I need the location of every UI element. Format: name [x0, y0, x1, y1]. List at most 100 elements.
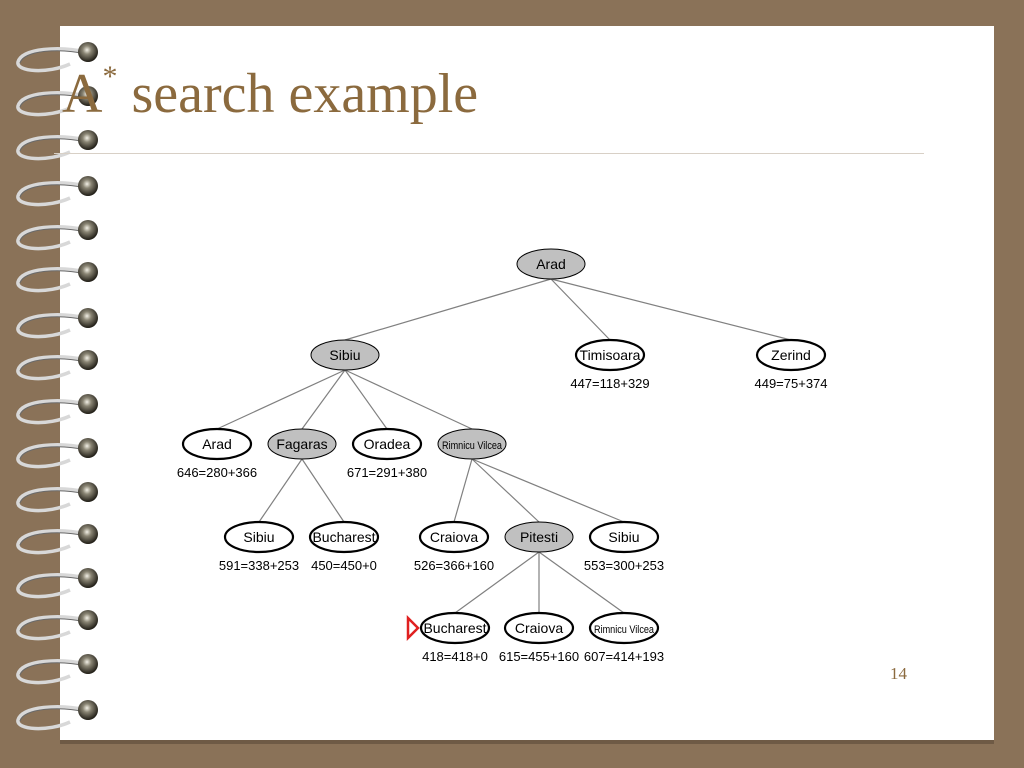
binding-wire: [16, 267, 87, 293]
edge-arad-root-to-timisoara: [550, 278, 611, 341]
node-ellipse: [574, 338, 646, 372]
node-ellipse: [308, 520, 380, 554]
node-cost-label: 418=418+0: [422, 649, 488, 664]
title-asterisk: *: [102, 60, 118, 94]
node-ellipse: [588, 520, 660, 554]
edge-rimnicu-vilcea-1-to-pitesti: [471, 458, 540, 523]
node-cost-label: 526=366+160: [414, 558, 494, 573]
node-ellipse: [181, 427, 253, 461]
slide-title: A* search example: [62, 60, 479, 126]
binding-hole: [78, 86, 98, 106]
binding-hole: [78, 42, 98, 62]
binding-wire: [16, 529, 87, 555]
edge-pitesti-to-bucharest-2: [454, 551, 540, 614]
binding-wire: [16, 705, 87, 731]
node-label: Rimnicu Vilcea: [442, 440, 503, 452]
edge-sibiu-1-to-arad-2: [216, 369, 346, 430]
node-label: Sibiu: [243, 529, 274, 545]
edge-pitesti-to-rimnicu-vilcea-2: [538, 551, 625, 614]
binding-hole: [78, 438, 98, 458]
binding-wire: [16, 47, 87, 73]
edge-fagaras-to-bucharest-1: [301, 458, 345, 523]
selection-arrow-icon: [406, 614, 420, 642]
binding-wire: [16, 659, 87, 685]
binding-wire: [16, 573, 87, 599]
node-cost-label: 671=291+380: [347, 465, 427, 480]
binding-hole: [78, 654, 98, 674]
node-label: Sibiu: [329, 347, 360, 363]
binding-wire: [16, 615, 87, 641]
node-ellipse: [267, 428, 337, 460]
binding-hole: [78, 176, 98, 196]
binding-wire: [16, 135, 87, 161]
tree-node-oradea: Oradea 671=291+380: [347, 427, 427, 480]
tree-node-arad-root: Arad: [516, 248, 586, 280]
node-ellipse: [223, 520, 295, 554]
binding-wire: [16, 355, 87, 381]
node-label: Oradea: [364, 436, 411, 452]
node-ellipse: [504, 521, 574, 553]
binding-wire: [16, 181, 87, 207]
binding-hole: [78, 568, 98, 588]
tree-node-sibiu-1: Sibiu: [310, 339, 380, 371]
node-label: Arad: [202, 436, 232, 452]
binding-hole: [78, 308, 98, 328]
binding-hole: [78, 262, 98, 282]
node-cost-label: 449=75+374: [754, 376, 827, 391]
edge-fagaras-to-sibiu-2: [258, 458, 303, 523]
node-ellipse: [503, 611, 575, 645]
edge-arad-root-to-sibiu-1: [344, 278, 552, 341]
node-ellipse: [437, 428, 507, 460]
node-cost-label: 447=118+329: [570, 376, 649, 391]
edge-rimnicu-vilcea-1-to-craiova-1: [453, 458, 473, 523]
node-ellipse: [516, 248, 586, 280]
edge-sibiu-1-to-oradea: [344, 369, 388, 430]
binding-hole: [78, 220, 98, 240]
node-cost-label: 646=280+366: [177, 465, 257, 480]
node-cost-label: 450=450+0: [311, 558, 377, 573]
node-ellipse: [419, 611, 491, 645]
binding-hole: [78, 482, 98, 502]
binding-hole: [78, 700, 98, 720]
title-divider: [54, 153, 924, 154]
spiral-binding: [16, 42, 98, 731]
binding-hole: [78, 610, 98, 630]
binding-wire: [16, 313, 87, 339]
title-rest: search example: [117, 63, 479, 125]
node-ellipse: [351, 427, 423, 461]
slide-page-shadow: [60, 740, 994, 744]
binding-wire: [16, 487, 87, 513]
tree-node-rimnicu-vilcea-1: Rimnicu Vilcea: [437, 428, 507, 460]
node-label: Arad: [536, 256, 566, 272]
node-cost-label: 607=414+193: [584, 649, 664, 664]
node-label: Rimnicu Vilcea: [594, 624, 655, 636]
node-ellipse: [418, 520, 490, 554]
binding-hole: [78, 350, 98, 370]
page-number: 14: [890, 664, 907, 683]
tree-edges: [216, 278, 792, 614]
node-label: Fagaras: [276, 436, 327, 452]
edge-sibiu-1-to-fagaras: [301, 369, 346, 430]
node-label: Pitesti: [520, 529, 558, 545]
edge-sibiu-1-to-rimnicu-vilcea-1: [344, 369, 473, 430]
node-ellipse: [755, 338, 827, 372]
binding-hole: [78, 130, 98, 150]
tree-node-rimnicu-vilcea-2: Rimnicu Vilcea 607=414+193: [584, 611, 664, 664]
edge-rimnicu-vilcea-1-to-sibiu-3: [471, 458, 625, 523]
binding-wire: [16, 225, 87, 251]
node-ellipse: [588, 611, 660, 645]
node-cost-label: 615=455+160: [499, 649, 579, 664]
binding-hole: [78, 524, 98, 544]
binding-wire: [16, 399, 87, 425]
tree-node-arad-2: Arad 646=280+366: [177, 427, 257, 480]
